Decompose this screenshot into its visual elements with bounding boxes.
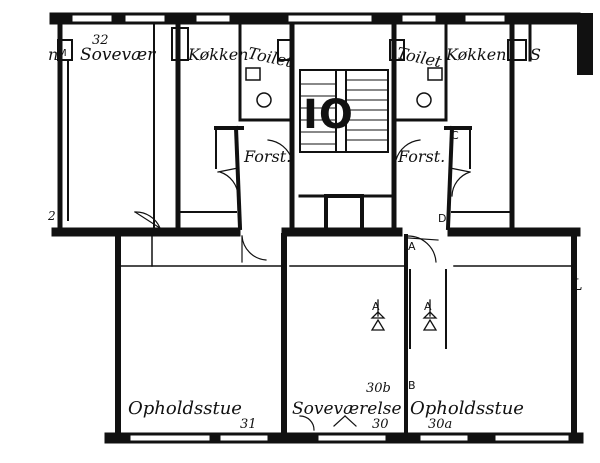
toilet-left bbox=[238, 67, 294, 122]
stair-number: IO bbox=[303, 92, 354, 138]
vestibule-walls bbox=[177, 125, 513, 231]
label-toilet-right: Toilet bbox=[395, 43, 444, 71]
edge-fragment-left: n bbox=[48, 45, 58, 64]
room-number-30b: 30b bbox=[366, 381, 391, 396]
door-swings-upper bbox=[134, 139, 471, 229]
room-number-31: 31 bbox=[240, 417, 257, 432]
label-forst-right: Forst. bbox=[397, 147, 445, 166]
section-marker-a2: A bbox=[424, 300, 432, 313]
marker-b: B bbox=[408, 379, 416, 392]
room-number-30: 30 bbox=[372, 417, 389, 432]
label-forst-left: Forst. bbox=[243, 147, 291, 166]
edge-fragment-lower-right: L bbox=[571, 275, 583, 294]
lower-partition-walls bbox=[115, 233, 577, 438]
section-marker-a1: A bbox=[372, 300, 380, 313]
room-number-30a: 30a bbox=[428, 417, 452, 432]
label-kokken-left: Køkken bbox=[187, 45, 248, 64]
room-number-32: 32 bbox=[92, 33, 109, 48]
marker-d: D bbox=[438, 212, 446, 225]
toilet-right bbox=[392, 67, 448, 122]
label-sovevaerelse: Soveværelse bbox=[292, 399, 402, 419]
label-opholdsstue-left: Opholdsstue bbox=[128, 398, 242, 419]
label-toilet-left: Toilet bbox=[246, 43, 295, 71]
marker-c: C bbox=[451, 129, 459, 142]
label-opholdsstue-right: Opholdsstue bbox=[410, 398, 524, 419]
upper-partition-walls bbox=[57, 21, 532, 231]
bottom-exterior-wall bbox=[104, 432, 584, 444]
section-arrows bbox=[370, 299, 438, 331]
door-swings-lower bbox=[241, 235, 439, 431]
top-exterior-wall bbox=[49, 12, 581, 25]
edge-fragment-mid-left: 2 bbox=[47, 209, 56, 223]
edge-fragment-right: S bbox=[530, 45, 541, 64]
vent-shafts bbox=[57, 13, 593, 75]
label-kokken-right: Køkken bbox=[445, 45, 506, 64]
corridor-wall bbox=[51, 227, 581, 237]
marker-a: A bbox=[408, 240, 416, 253]
label-sovevaer-left: Sovevær bbox=[80, 45, 156, 65]
marker-m: M bbox=[58, 48, 67, 59]
staircase bbox=[298, 69, 396, 234]
